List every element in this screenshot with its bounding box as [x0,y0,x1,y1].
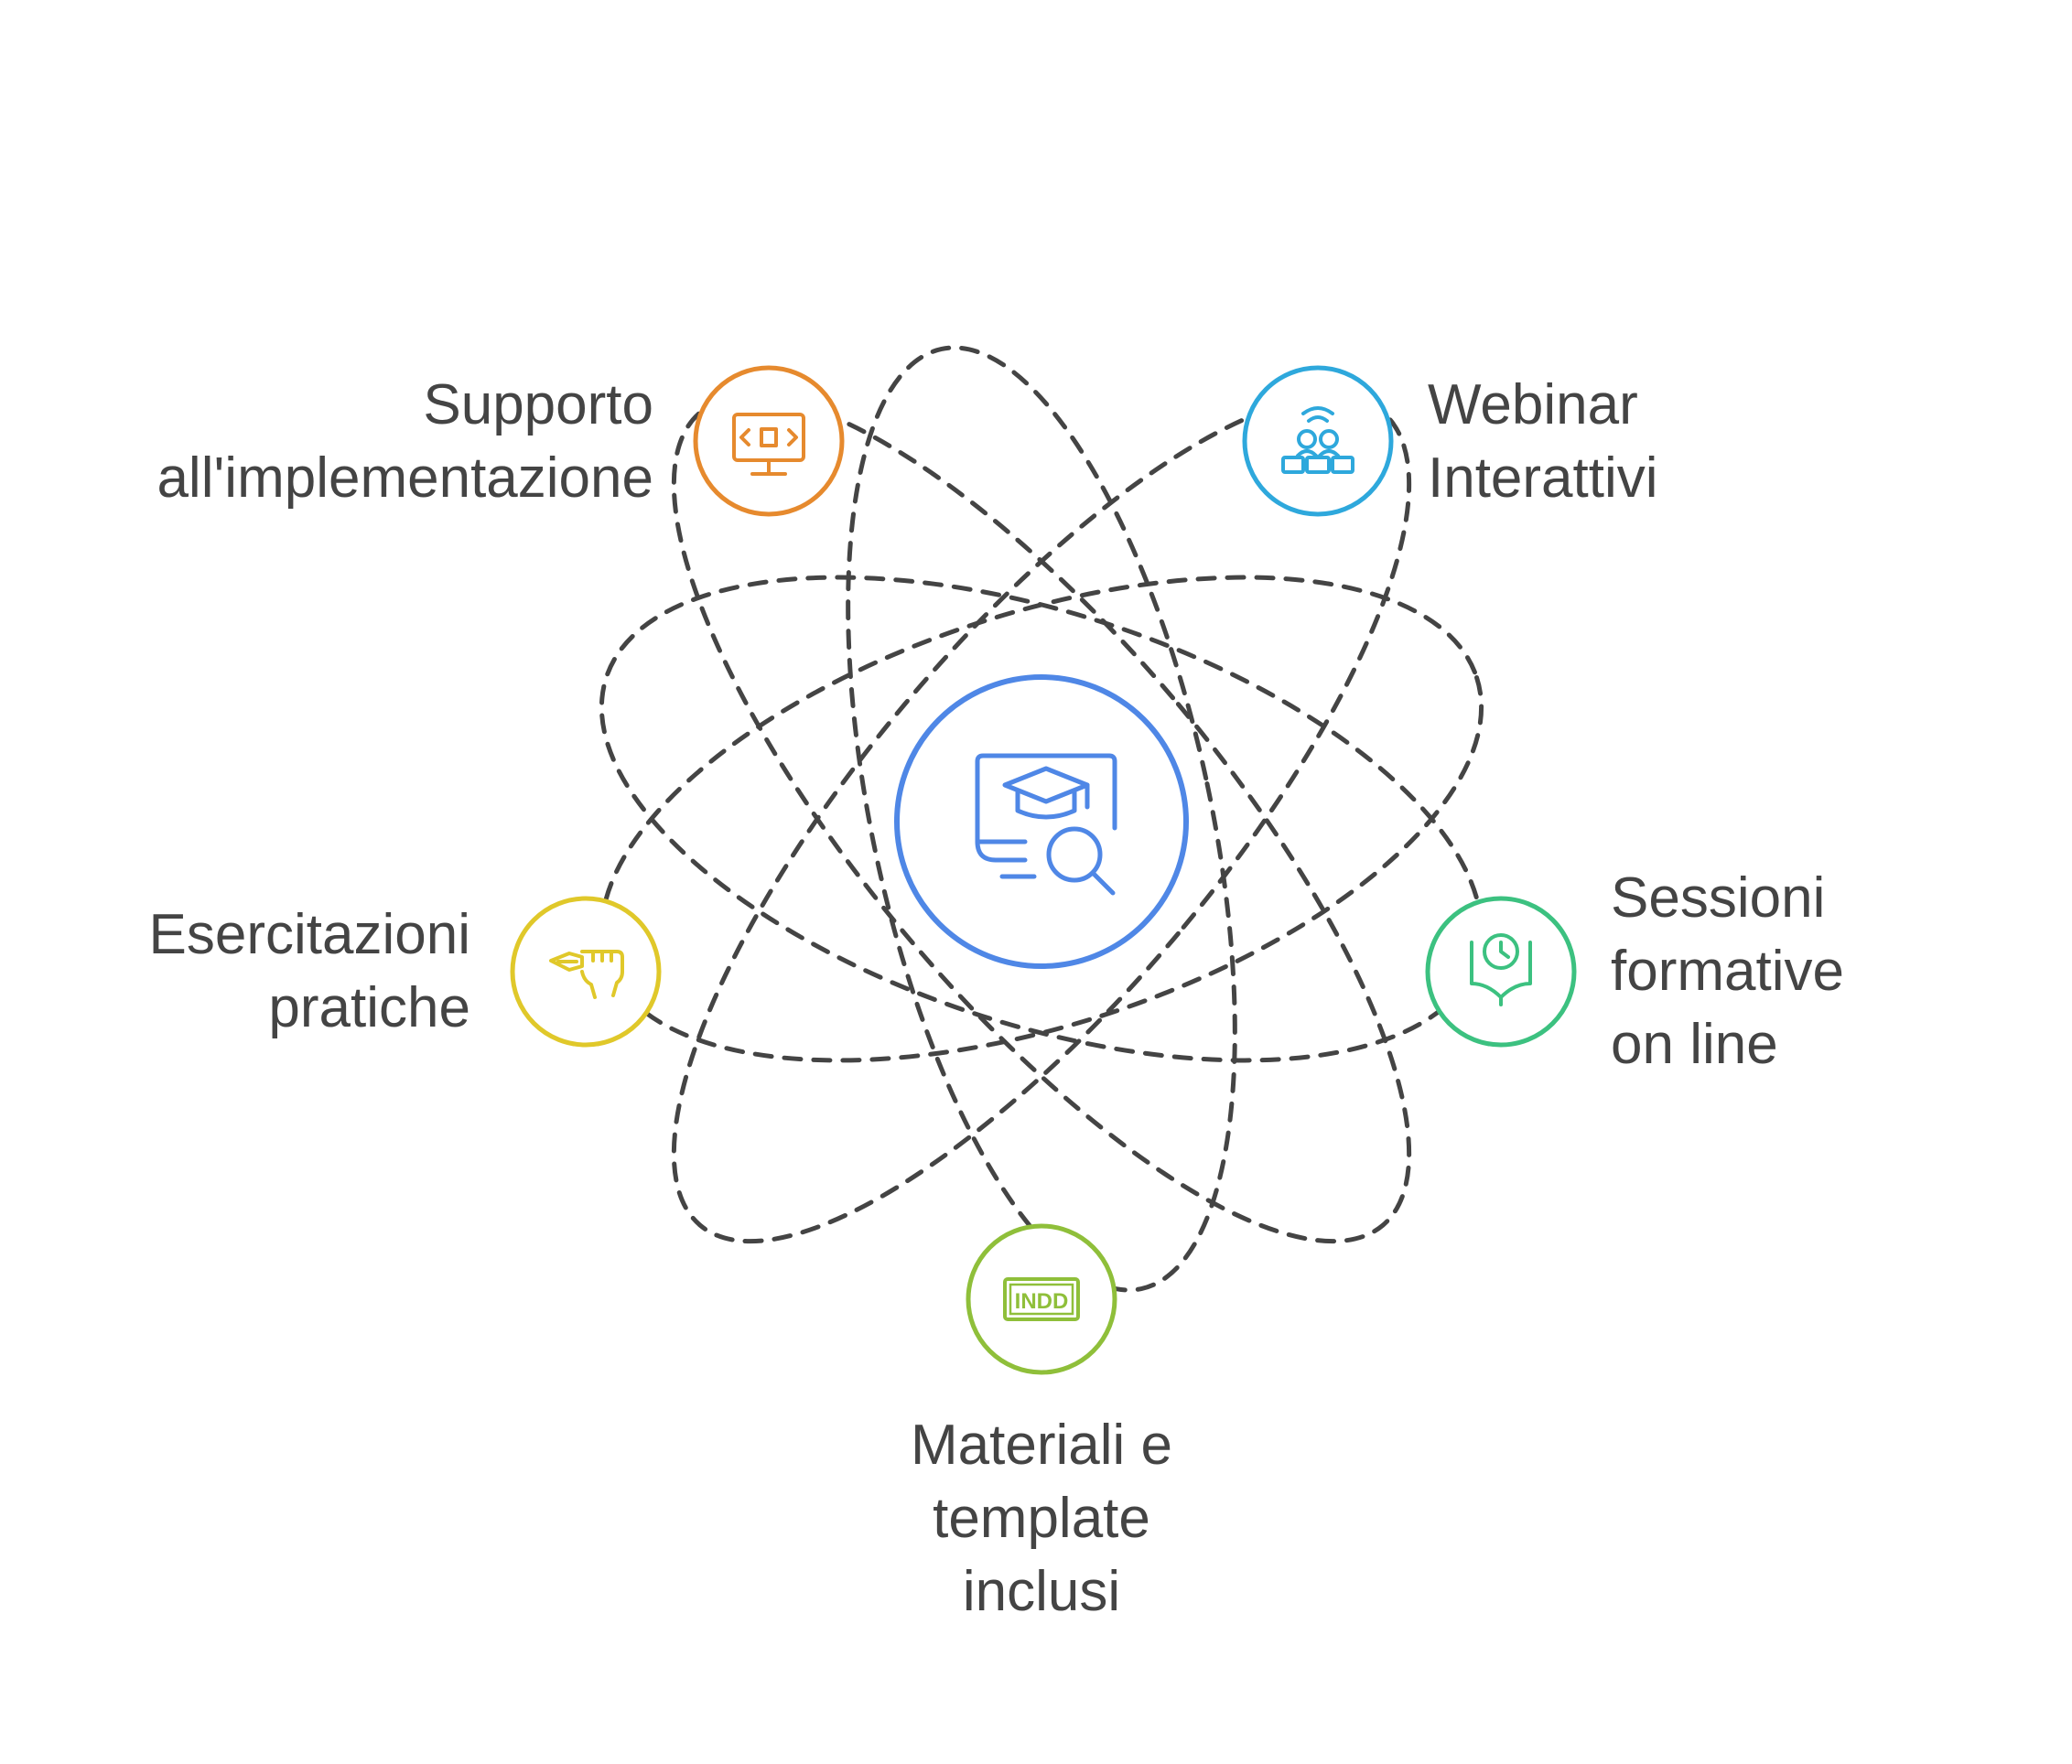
label-sessioni-line-3: on line [1611,1013,1778,1076]
label-supporto: Supporto all'implementazione [156,369,653,515]
orbit-vertical-tilted-left [846,345,1237,1293]
label-materiali: Materiali e template inclusi [813,1409,1270,1629]
node-supporto [693,365,845,517]
indd-file-icon: INDD [1003,1277,1080,1321]
label-sessioni-line-2: formative [1611,940,1844,1003]
graduation-laptop-search-icon [975,753,1117,896]
label-supporto-line-1: Supporto [423,373,653,436]
node-esercitazioni [510,896,662,1048]
webinar-audience-icon [1281,406,1354,474]
label-esercitazioni-line-1: Esercitazioni [148,903,470,966]
label-materiali-line-2: template [933,1487,1150,1550]
code-monitor-icon [732,413,805,476]
node-sessioni [1425,896,1577,1048]
label-esercitazioni: Esercitazioni pratiche [149,898,470,1045]
hand-pen-icon [549,950,624,999]
indd-badge-text: INDD [1015,1289,1069,1314]
label-webinar-line-2: Interattivi [1428,446,1658,510]
label-supporto-line-2: all'implementazione [156,446,653,510]
center-node [894,674,1189,969]
label-materiali-line-1: Materiali e [911,1414,1172,1477]
label-sessioni-line-1: Sessioni [1611,866,1826,930]
clock-book-icon [1470,933,1532,1006]
label-webinar-line-1: Webinar [1428,373,1638,436]
node-materiali: INDD [966,1223,1117,1375]
label-materiali-line-3: inclusi [962,1560,1121,1623]
node-webinar [1242,365,1394,517]
label-webinar: Webinar Interattivi [1428,369,1658,515]
label-sessioni: Sessioni formative on line [1611,862,1844,1081]
label-esercitazioni-line-2: pratiche [268,976,470,1039]
